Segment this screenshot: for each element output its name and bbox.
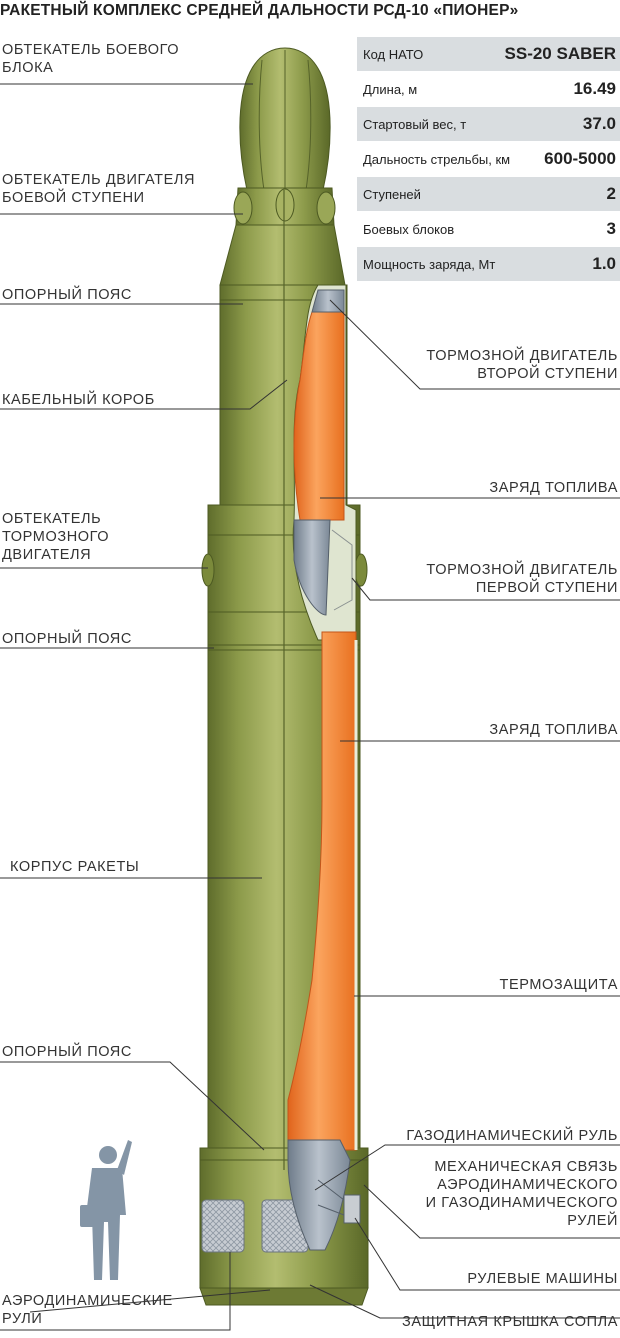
label-line: ОБТЕКАТЕЛЬ <box>2 511 102 527</box>
spec-label: Код НАТО <box>363 46 424 62</box>
label-gas-rudder: ГАЗОДИНАМИЧЕСКИЙ РУЛЬ <box>406 1128 618 1144</box>
label-line: БЛОКА <box>2 60 54 76</box>
label-line: ТОРМОЗНОЙ ДВИГАТЕЛЬ <box>426 562 618 578</box>
spec-value: 2 <box>606 184 616 203</box>
label-line: РУЛИ <box>2 1311 43 1327</box>
label-line: ВТОРОЙ СТУПЕНИ <box>477 366 618 382</box>
label-line: ТОРМОЗНОЙ ДВИГАТЕЛЬ <box>426 348 618 364</box>
label-fuel-charge-2: ЗАРЯД ТОПЛИВА <box>489 722 618 738</box>
leader-lines <box>0 83 620 1331</box>
label-support-belt-1: ОПОРНЫЙ ПОЯС <box>2 287 132 303</box>
label-second-stage-brake-engine: ТОРМОЗНОЙ ДВИГАТЕЛЬ ВТОРОЙ СТУПЕНИ <box>426 347 618 383</box>
label-support-belt-3: ОПОРНЫЙ ПОЯС <box>2 1044 132 1060</box>
aero-rudder-left <box>201 1199 245 1253</box>
spec-label: Ступеней <box>363 186 421 202</box>
label-nozzle-cover: ЗАЩИТНАЯ КРЫШКА СОПЛА <box>402 1314 618 1330</box>
label-line: АЭРОДИНАМИЧЕСКИЕ <box>2 1293 173 1309</box>
fuel-charge-lower <box>287 631 357 1151</box>
label-line: МЕХАНИЧЕСКАЯ СВЯЗЬ <box>434 1159 618 1175</box>
label-line: ПЕРВОЙ СТУПЕНИ <box>475 580 618 596</box>
spec-row-nato: Код НАТО SS-20 SABER <box>357 37 620 71</box>
steering-machine-shape <box>343 1194 361 1224</box>
label-line: ДВИГАТЕЛЯ <box>2 547 92 563</box>
label-fuel-charge-1: ЗАРЯД ТОПЛИВА <box>489 480 618 496</box>
label-brake-engine-fairing: ОБТЕКАТЕЛЬ ТОРМОЗНОГО ДВИГАТЕЛЯ <box>2 510 109 564</box>
label-line: РУЛЕЙ <box>567 1213 618 1229</box>
spec-label: Стартовый вес, т <box>363 116 467 132</box>
label-mech-link: МЕХАНИЧЕСКАЯ СВЯЗЬ АЭРОДИНАМИЧЕСКОГО И Г… <box>426 1158 618 1230</box>
spec-row-range: Дальность стрельбы, км 600-5000 <box>357 142 620 176</box>
spec-value: 600-5000 <box>544 149 616 168</box>
label-aero-rudders: АЭРОДИНАМИЧЕСКИЕ РУЛИ <box>2 1292 173 1328</box>
spec-row-weight: Стартовый вес, т 37.0 <box>357 107 620 141</box>
label-line: БОЕВОЙ СТУПЕНИ <box>2 190 145 206</box>
spec-label: Дальность стрельбы, км <box>363 151 511 167</box>
spec-row-stages: Ступеней 2 <box>357 177 620 211</box>
label-line: ОБТЕКАТЕЛЬ БОЕВОГО <box>2 42 180 58</box>
nozzle-shape <box>287 1139 351 1251</box>
spec-value: 3 <box>606 219 616 238</box>
label-combat-engine-fairing: ОБТЕКАТЕЛЬ ДВИГАТЕЛЯ БОЕВОЙ СТУПЕНИ <box>2 171 195 207</box>
spec-value: SS-20 SABER <box>504 44 616 63</box>
spec-label: Мощность заряда, Мт <box>363 256 496 272</box>
label-line: И ГАЗОДИНАМИЧЕСКОГО <box>425 1195 618 1211</box>
person-silhouette <box>80 1140 132 1280</box>
page-title: РАКЕТНЫЙ КОМПЛЕКС СРЕДНЕЙ ДАЛЬНОСТИ РСД-… <box>0 2 519 19</box>
first-stage-brake-engine-shape <box>293 519 331 616</box>
spec-label: Длина, м <box>363 81 418 97</box>
label-steering-machines: РУЛЕВЫЕ МАШИНЫ <box>467 1271 618 1287</box>
spec-table: Код НАТО SS-20 SABER Длина, м 16.49 Стар… <box>357 37 620 281</box>
spec-value: 1.0 <box>592 254 616 273</box>
spec-value: 16.49 <box>573 79 616 98</box>
label-rocket-body: КОРПУС РАКЕТЫ <box>10 859 140 875</box>
spec-row-length: Длина, м 16.49 <box>357 72 620 106</box>
label-line: АЭРОДИНАМИЧЕСКОГО <box>437 1177 618 1193</box>
spec-value: 37.0 <box>582 114 616 133</box>
fuel-charge-upper <box>293 311 345 521</box>
label-line: ТОРМОЗНОГО <box>2 529 110 545</box>
label-line: ОБТЕКАТЕЛЬ ДВИГАТЕЛЯ <box>2 172 196 188</box>
spec-label: Боевых блоков <box>363 221 455 237</box>
spec-row-yield: Мощность заряда, Мт 1.0 <box>357 247 620 281</box>
label-first-stage-brake-engine: ТОРМОЗНОЙ ДВИГАТЕЛЬ ПЕРВОЙ СТУПЕНИ <box>426 561 618 597</box>
label-support-belt-2: ОПОРНЫЙ ПОЯС <box>2 631 132 647</box>
label-thermal-protection: ТЕРМОЗАЩИТА <box>499 977 618 993</box>
cutaway <box>287 284 361 1251</box>
spec-row-warheads: Боевых блоков 3 <box>357 212 620 246</box>
label-warhead-fairing: ОБТЕКАТЕЛЬ БОЕВОГО БЛОКА <box>2 41 179 77</box>
label-cable-duct: КАБЕЛЬНЫЙ КОРОБ <box>2 392 155 408</box>
